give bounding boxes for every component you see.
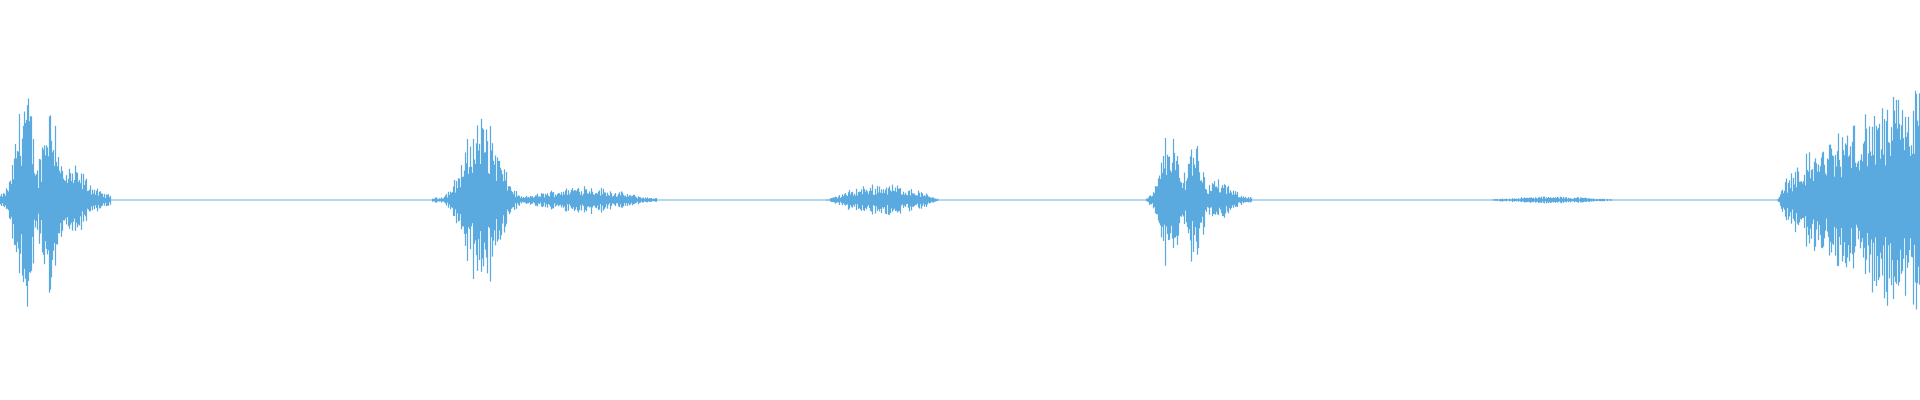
waveform-samples xyxy=(0,90,1920,310)
